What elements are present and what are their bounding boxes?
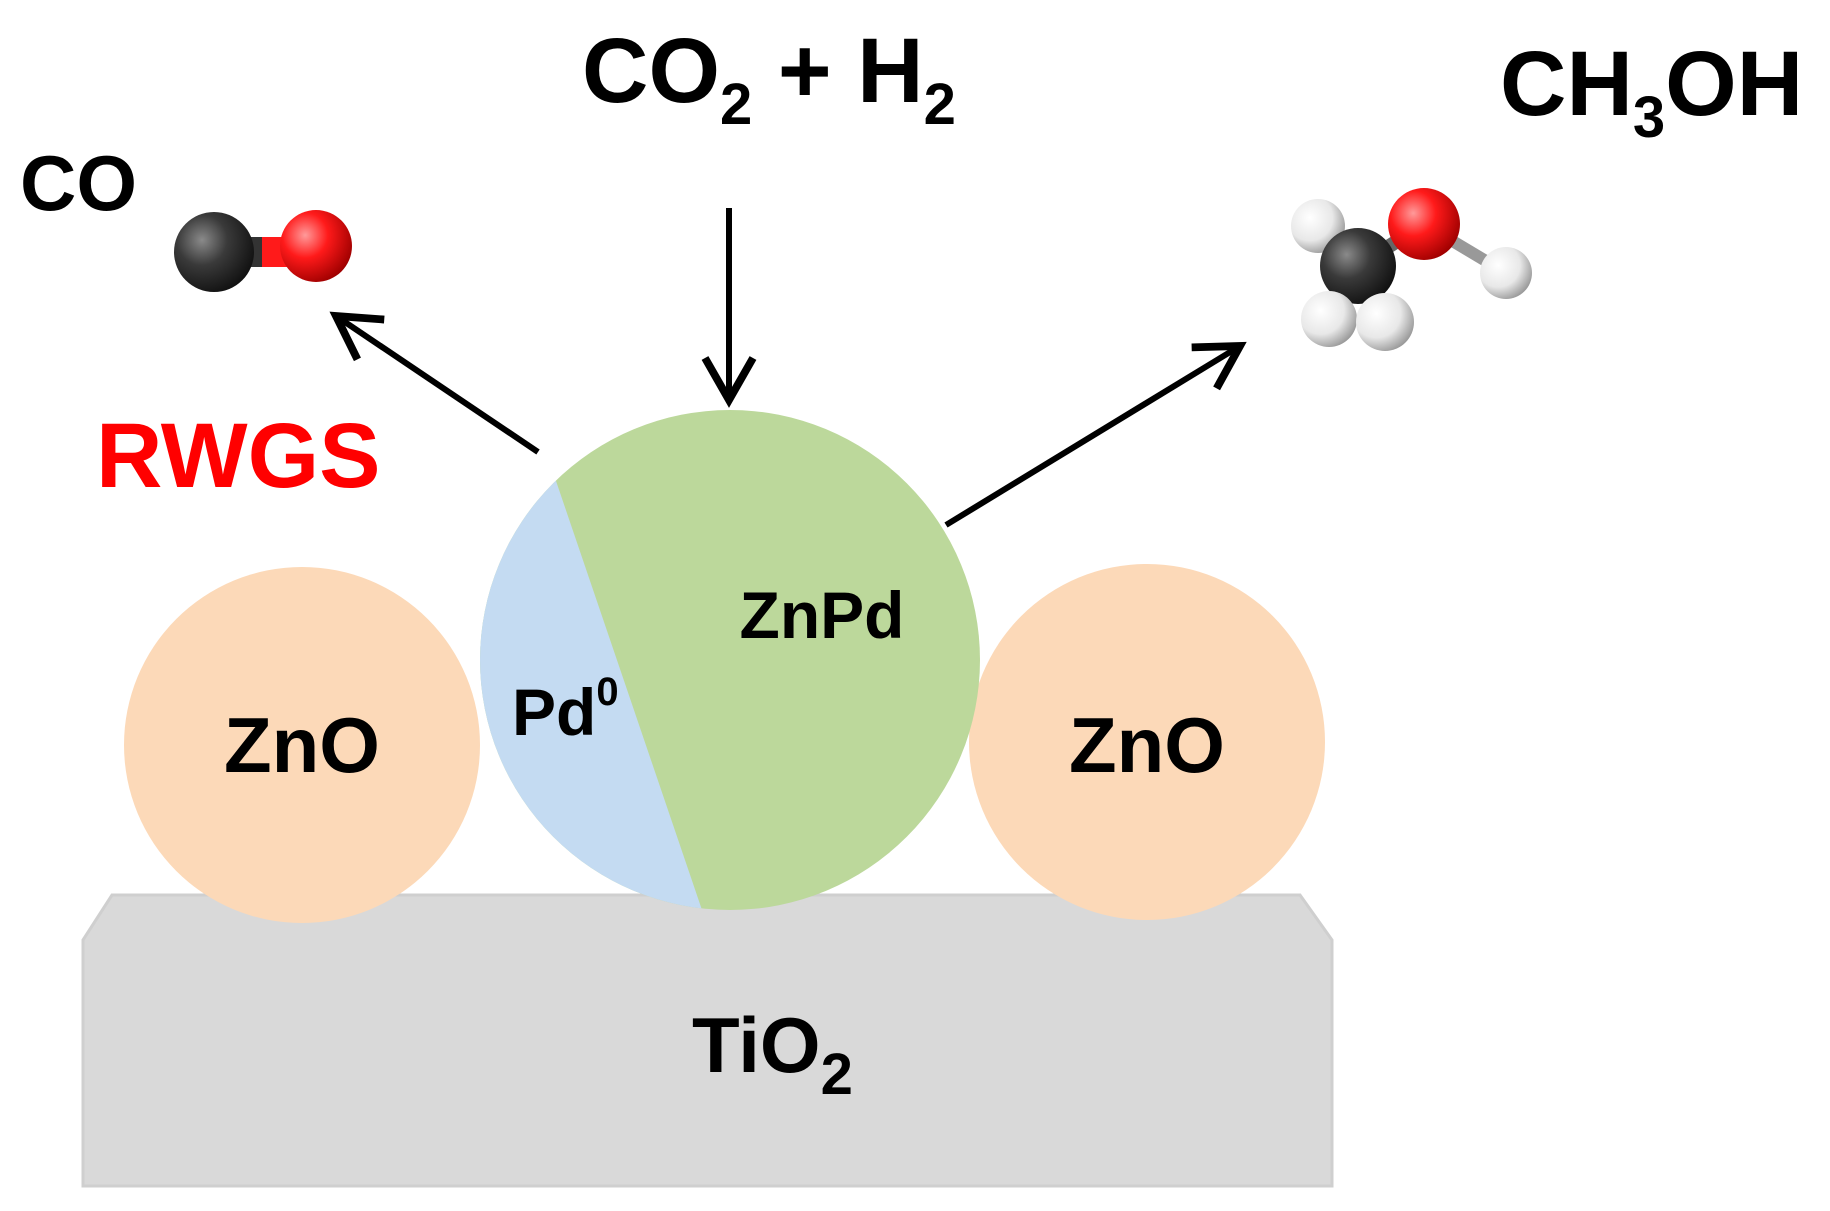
reactants-label: CO2 + H2 (582, 20, 956, 137)
znpd-label: ZnPd (740, 578, 905, 652)
tio2-support (81, 893, 1334, 1188)
methanol-molecule (1291, 188, 1532, 351)
co-label: CO (20, 139, 137, 227)
co-molecule (174, 210, 352, 292)
tio2-label: TiO2 (692, 1001, 853, 1107)
zno-left-label: ZnO (224, 701, 380, 789)
rwgs-label: RWGS (96, 405, 381, 507)
methanol-label: CH3OH (1500, 33, 1803, 150)
zno-right-label: ZnO (1069, 701, 1225, 789)
pd0-label: Pd0 (512, 670, 619, 749)
znpd-particle (480, 410, 980, 910)
methanol-arrow (944, 341, 1247, 528)
zno-particle-left (124, 567, 480, 923)
co-arrow (329, 311, 540, 455)
zno-particle-right (969, 564, 1325, 920)
